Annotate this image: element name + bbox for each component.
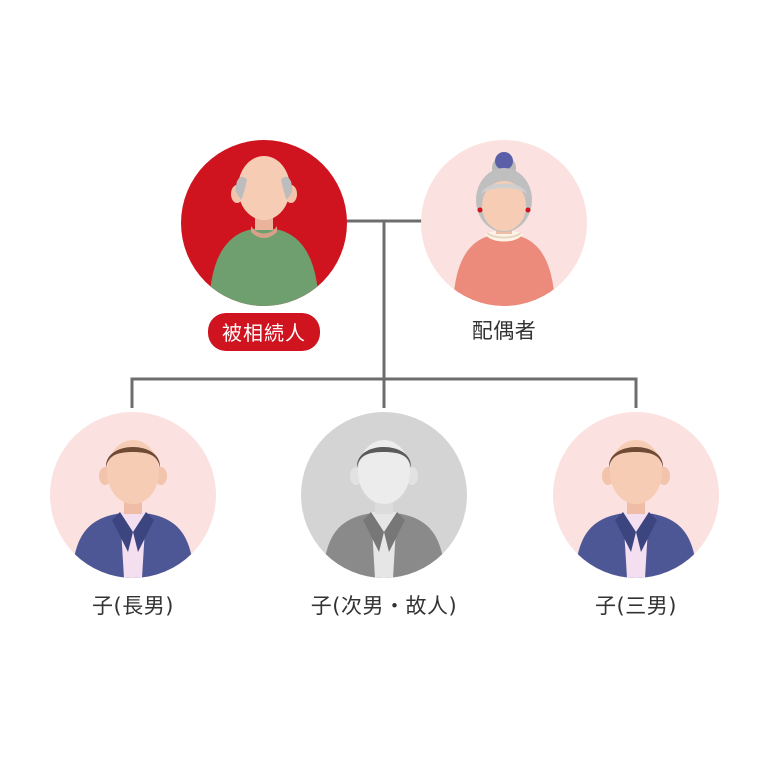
eldest-son-label: 子(長男) [92, 594, 174, 618]
eldest-son-avatar [50, 412, 216, 578]
man-icon [553, 412, 719, 578]
decedent-label-badge: 被相続人 [208, 313, 320, 351]
man-icon-grayed [301, 412, 467, 578]
second-son-label: 子(次男・故人) [310, 594, 458, 618]
third-son-avatar [553, 412, 719, 578]
third-son-label: 子(三男) [595, 594, 677, 618]
second-son-avatar [301, 412, 467, 578]
man-icon [50, 412, 216, 578]
decedent-avatar [181, 140, 347, 306]
elderly-woman-icon [421, 140, 587, 306]
elderly-man-icon [181, 140, 347, 306]
spouse-label: 配偶者 [471, 319, 537, 343]
spouse-avatar [421, 140, 587, 306]
